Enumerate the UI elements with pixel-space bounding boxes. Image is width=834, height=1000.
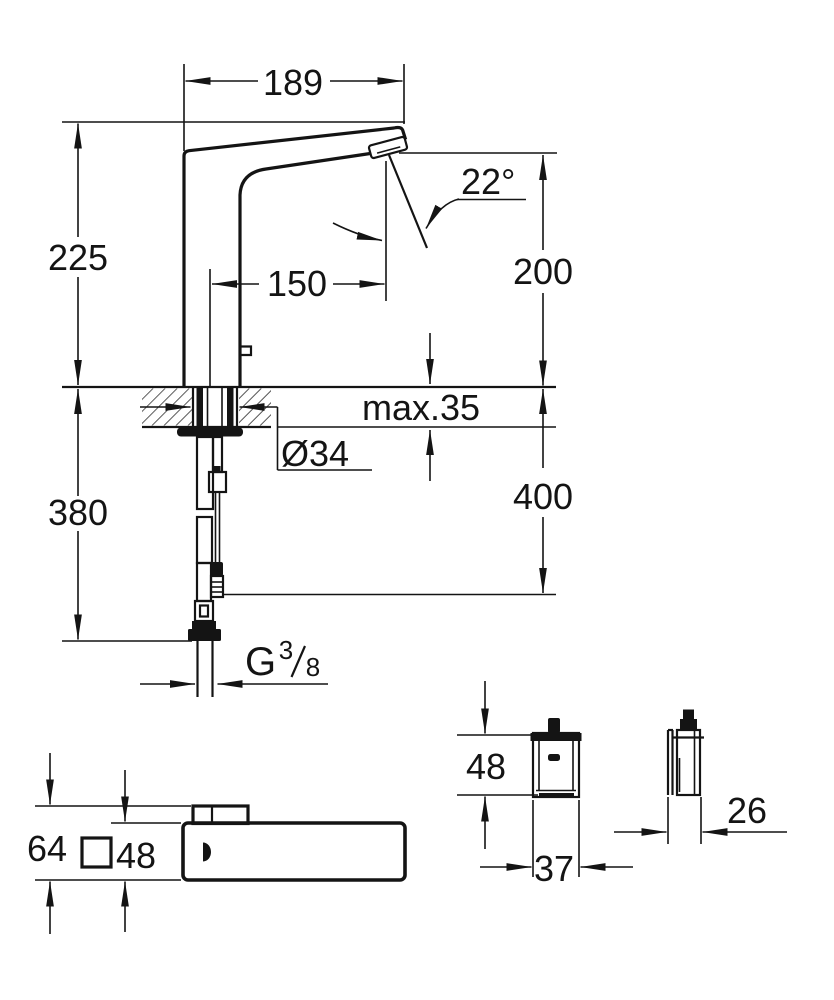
stream-angle-line: [387, 154, 429, 249]
thread-denominator-label: 8: [306, 652, 320, 682]
top-view-button: [191, 804, 250, 826]
dim-angle-label: 22°: [461, 161, 515, 202]
faucet-outline-underside: [238, 150, 378, 386]
control-side-body: [675, 728, 702, 797]
faucet-outline-top: [182, 125, 408, 386]
square-symbol-icon: [80, 836, 113, 869]
dim-200-label: 200: [513, 251, 573, 292]
hose-end-tube: [195, 561, 213, 603]
main-view: 22° 189 225 150 200 max.35: [48, 62, 573, 697]
brand-logo-mark: [548, 754, 560, 761]
valve-collar: [192, 621, 216, 629]
thread-numerator-label: 3: [279, 635, 293, 665]
control-front-body: [531, 731, 581, 799]
shank-band-right: [227, 387, 234, 427]
cable-connector-cap: [212, 466, 221, 472]
control-front-cap: [530, 733, 582, 741]
thread-fraction-slash: [290, 645, 307, 678]
dim-380-label: 380: [48, 492, 108, 533]
shank-band-left: [196, 387, 203, 427]
flex-hose-lower: [195, 515, 214, 565]
control-side-nub-upper: [683, 709, 694, 719]
body-tab: [240, 345, 253, 357]
dim-max35-label: max.35: [362, 387, 480, 428]
g38-nut: [188, 629, 221, 641]
dim-w37-label: 37: [534, 848, 574, 889]
cable-connector: [207, 470, 228, 494]
control-unit-front-view: 48 37: [457, 681, 633, 889]
dim-150-label: 150: [267, 263, 327, 304]
check-valve: [193, 599, 215, 623]
dim-h48-label: 48: [466, 746, 506, 787]
dim-48-label: 48: [116, 835, 156, 876]
sensor-window-mark: [203, 842, 211, 862]
check-valve-window: [198, 604, 210, 618]
spout-top-view-body: [181, 821, 407, 882]
dim-64-label: 64: [27, 828, 67, 869]
mousseur-body: [367, 135, 409, 160]
dim-dia34-label: Ø34: [281, 433, 349, 474]
mousseur-slot: [376, 146, 401, 154]
thread-letter-label: G: [245, 640, 276, 684]
control-front-base-bar: [539, 793, 574, 798]
mounting-flange: [177, 427, 243, 437]
dim-400-label: 400: [513, 476, 573, 517]
control-side-nub-lower: [680, 719, 697, 731]
top-view: 64 48: [27, 753, 407, 934]
control-front-nub: [548, 718, 560, 733]
dim-189-label: 189: [263, 62, 323, 103]
spout-outlet: [367, 135, 409, 160]
cable-plug-head: [211, 562, 223, 576]
angle-arc-right: [425, 198, 460, 229]
dim-225-label: 225: [48, 237, 108, 278]
control-unit-side-view: 26: [614, 709, 787, 844]
angle-arc-left: [332, 222, 383, 242]
dim-d26-label: 26: [727, 790, 767, 831]
